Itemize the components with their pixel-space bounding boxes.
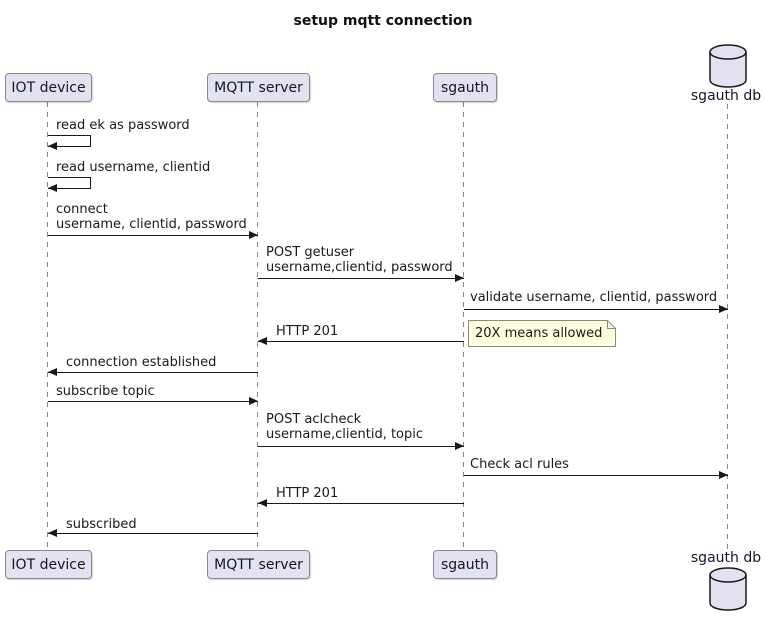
message-label: read username, clientid [56, 160, 211, 175]
message-label: connection established [66, 355, 217, 370]
arrowhead-left [258, 337, 267, 345]
message-arrow [48, 235, 258, 236]
participant-mqtt-server-bottom: MQTT server [207, 550, 310, 579]
message-label: HTTP 201 [276, 324, 339, 339]
lifeline-sgauth-db [727, 104, 728, 550]
participant-iot-device-bottom: IOT device [5, 550, 92, 579]
participant-label: MQTT server [214, 556, 303, 573]
arrowhead-left [48, 142, 57, 150]
message-label: POST aclcheck [266, 412, 362, 427]
message-label: subscribed [66, 517, 137, 532]
participant-label: IOT device [11, 79, 86, 96]
arrowhead-left [258, 499, 267, 507]
arrowhead-right [249, 397, 258, 405]
message-label: connect [56, 202, 108, 217]
message-arrow [258, 278, 464, 279]
message-arrow [48, 533, 258, 534]
arrowhead-right [455, 274, 464, 282]
lifeline-mqtt-server [257, 102, 258, 550]
message-label-line2: username, clientid, password [56, 217, 247, 232]
message-arrow [258, 503, 464, 504]
participant-sgauth-db-bottom: sgauth db [690, 550, 762, 566]
message-arrow [258, 446, 464, 447]
arrowhead-right [719, 471, 728, 479]
participant-iot-device-top: IOT device [5, 73, 92, 102]
message-label: HTTP 201 [276, 486, 339, 501]
lifeline-sgauth [463, 102, 464, 550]
arrowhead-right [455, 442, 464, 450]
participant-label: IOT device [11, 556, 86, 573]
participant-sgauth-db-top: sgauth db [690, 88, 762, 104]
message-label: Check acl rules [470, 457, 569, 472]
message-arrow [258, 341, 464, 342]
arrowhead-right [249, 231, 258, 239]
arrowhead-right [719, 305, 728, 313]
message-arrow [48, 372, 258, 373]
participant-label: MQTT server [214, 79, 303, 96]
note: 20X means allowed [468, 320, 617, 348]
database-icon [708, 43, 748, 89]
message-label-line2: username,clientid, password [266, 260, 453, 275]
note-text: 20X means allowed [475, 326, 603, 341]
self-message-arrow [48, 177, 91, 189]
diagram-title: setup mqtt connection [293, 13, 473, 29]
message-label: subscribe topic [56, 384, 155, 399]
message-label: POST getuser [266, 245, 355, 260]
arrowhead-left [48, 184, 57, 192]
participant-sgauth-bottom: sgauth [433, 550, 497, 579]
message-label: read ek as password [56, 118, 190, 133]
lifeline-iot-device [47, 102, 48, 550]
participant-mqtt-server-top: MQTT server [207, 73, 310, 102]
arrowhead-left [48, 368, 57, 376]
message-arrow [464, 475, 728, 476]
participant-sgauth-top: sgauth [433, 73, 497, 102]
message-arrow [464, 309, 728, 310]
message-arrow [48, 401, 258, 402]
database-icon [708, 566, 748, 612]
participant-label: sgauth [441, 556, 489, 573]
message-label-line2: username,clientid, topic [266, 427, 424, 442]
arrowhead-left [48, 529, 57, 537]
participant-label: sgauth [441, 79, 489, 96]
message-label: validate username, clientid, password [470, 290, 718, 305]
self-message-arrow [48, 135, 91, 147]
